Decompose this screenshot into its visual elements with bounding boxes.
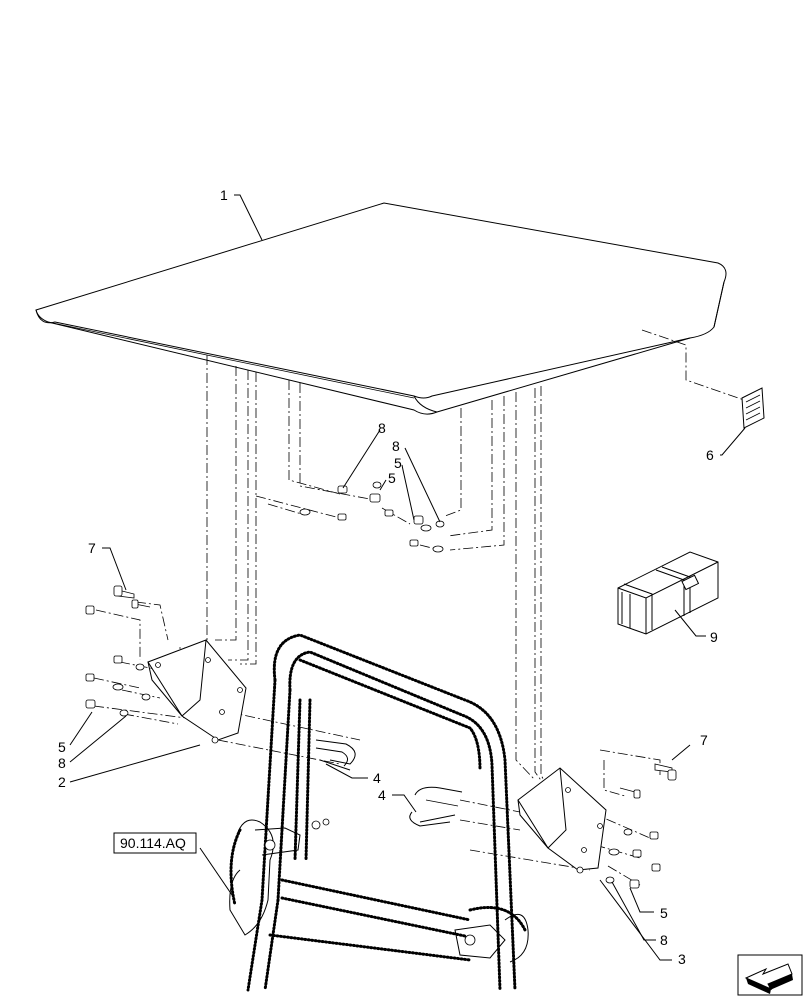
callout-5-d: 5 <box>660 905 668 921</box>
right-hinge <box>454 913 529 963</box>
callout-5-a: 5 <box>58 739 66 755</box>
callout-5-b: 5 <box>394 455 402 471</box>
reference-label: 90.114.AQ <box>120 835 186 851</box>
navigation-arrow-icon[interactable] <box>737 954 803 996</box>
callout-1: 1 <box>220 187 228 203</box>
callout-2: 2 <box>58 774 66 790</box>
callout-4-a: 4 <box>373 770 381 786</box>
callout-9: 9 <box>710 629 718 645</box>
callout-8-a: 8 <box>378 420 386 436</box>
callout-8-b: 8 <box>392 438 400 454</box>
callout-5-c: 5 <box>388 470 396 486</box>
kit-box <box>617 551 719 635</box>
callout-4-b: 4 <box>378 787 386 803</box>
rops-frame <box>229 633 527 992</box>
callout-7-a: 7 <box>88 540 96 556</box>
alignment-lines <box>93 329 745 886</box>
callout-3: 3 <box>678 951 686 967</box>
bracket-left <box>147 639 247 744</box>
callout-numbers: 1 2 3 4 4 5 5 5 5 6 7 7 8 8 8 8 9 <box>58 187 718 967</box>
decal <box>741 387 765 429</box>
callout-7-b: 7 <box>700 732 708 748</box>
callout-8-d: 8 <box>660 932 668 948</box>
hardware <box>85 481 677 889</box>
leader-lines <box>69 194 746 961</box>
canopy-roof <box>35 202 727 415</box>
left-hinge <box>229 818 330 936</box>
reference-box[interactable]: 90.114.AQ <box>113 832 197 854</box>
callout-8-c: 8 <box>58 755 66 771</box>
u-bolts <box>315 739 463 827</box>
bracket-right <box>517 767 607 874</box>
callout-6: 6 <box>706 447 714 463</box>
